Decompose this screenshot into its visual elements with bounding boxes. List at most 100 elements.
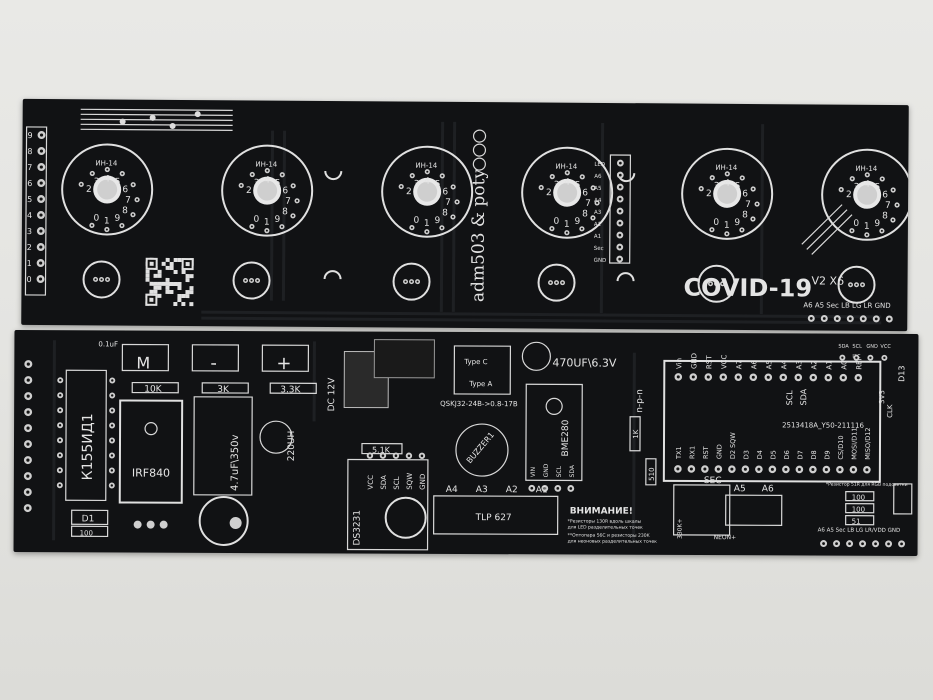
tube-pin-number: 4 <box>864 180 870 190</box>
neon-sockets <box>82 260 876 304</box>
right-res-label: 100 <box>852 494 865 502</box>
mid-header-pin-label: Sec <box>594 246 604 252</box>
right-note: *Резистор 51R для RGB подсветки <box>826 482 908 488</box>
tube-pin-number: 5 <box>575 181 581 191</box>
tube-pin-number: 9 <box>114 214 120 224</box>
tube-pin-number: 2 <box>86 185 92 195</box>
left-header-pin-number: 2 <box>27 243 32 252</box>
ds-pin-label: SQW <box>406 473 414 490</box>
bottom-left-pin-header <box>23 360 33 513</box>
arduino-top-pin-label: RST <box>705 355 713 369</box>
tube-pin-number: 8 <box>442 208 448 218</box>
arduino-top-pin-label: A2 <box>810 360 818 369</box>
button-m-label: M <box>136 354 150 373</box>
tube-label: ИН-14 <box>255 161 278 169</box>
k155-chip-pins <box>56 377 116 489</box>
bottom-header-label: A6 A5 Sec LB LG LR GND <box>803 301 890 310</box>
tube-pin-number: 4 <box>424 177 430 187</box>
tube-pin-number: 8 <box>582 209 588 219</box>
clk-label: CLK <box>886 404 894 418</box>
arduino-id: 2513418A_Y50-211116 <box>782 421 864 429</box>
arduino-bottom-pin-label: TX1 <box>675 446 683 460</box>
warning-line-1: *Резисторы 130R вдоль шкалы <box>568 518 642 524</box>
warning-line-2: для LED разделительных точек <box>568 524 643 530</box>
tube-pin-number: 0 <box>93 214 99 224</box>
bme-pin-label: VIN <box>530 467 537 477</box>
tube-pin-number: 1 <box>564 220 570 230</box>
tube-pin-number: 7 <box>745 200 751 210</box>
arduino-outline <box>662 359 882 483</box>
arduino-bottom-pin-label: RX1 <box>688 446 696 459</box>
authors-label: adm503 & poty <box>468 169 489 303</box>
mid-header-pin-label: A6 <box>594 174 602 180</box>
arduino-bottom-pin-label: CS/D10 <box>837 435 845 459</box>
tube-pin-number: 1 <box>864 222 870 232</box>
hv-cap-outline <box>193 396 253 496</box>
arduino-bottom-pin-label: D7 <box>796 450 804 459</box>
arduino-bottom-pin-label: D2 SQW <box>729 432 737 459</box>
bme280-outline <box>525 383 583 482</box>
hv-cap-label: 4.7uF\350v <box>230 435 241 491</box>
ds-pin-label: SCL <box>393 476 401 489</box>
mid-header-pin-label: A5 <box>594 186 602 192</box>
buzzer-outline <box>455 423 509 477</box>
v33-label: 3V3 <box>878 390 886 404</box>
tube-pin-number: 3 <box>854 183 860 193</box>
buzzer-label: BUZZER1 <box>465 430 496 465</box>
dc-label: DC 12V <box>327 377 337 412</box>
type-a-label: Type A <box>468 380 492 388</box>
right-res-label: 51 <box>852 518 861 526</box>
left-header-pin-number: 8 <box>27 147 32 156</box>
res-3k-label: 3K <box>217 385 230 395</box>
music-staff-logo <box>80 108 233 131</box>
tube-pin-number: 1 <box>424 219 430 229</box>
tube-pin-number: 5 <box>735 182 741 192</box>
tube-pin-number: 9 <box>734 218 740 228</box>
tlp627-outline <box>433 495 559 536</box>
bme280-label: BME280 <box>561 419 571 456</box>
right-top-pin-label: SDA <box>838 344 849 350</box>
left-header-pin-number: 5 <box>27 195 32 204</box>
tube-pin-number: 7 <box>585 199 591 209</box>
transistor-label: n-p-n <box>635 389 645 413</box>
arduino-bottom-pin-label: D9 <box>823 450 831 459</box>
arduino-top-pin-label: A4 <box>780 360 788 370</box>
v330k-label: 330K+ <box>677 518 684 538</box>
ds3231-outline <box>346 458 429 551</box>
res-100-label: 100 <box>80 529 93 537</box>
arduino-bottom-pin-label: D6 <box>783 450 791 459</box>
mid-pin-header-outline <box>609 154 632 264</box>
mid-header-pin-label: A2 <box>594 222 601 228</box>
tube-pin-number: 7 <box>285 197 291 207</box>
tube-pin-number: 6 <box>442 187 448 197</box>
arduino-bottom-pin-label: MISO/D12 <box>864 428 872 460</box>
tube-label: ИН-14 <box>555 163 578 171</box>
tube-pin-number: 7 <box>445 198 451 208</box>
arduino-bottom-pin-label: D4 <box>756 450 764 459</box>
irf840-outline <box>118 399 184 504</box>
arduino-top-pin-label: REF <box>855 356 863 369</box>
arduino-bottom-pin-label: D3 <box>742 450 750 459</box>
neon-label: NEON+ <box>714 534 737 541</box>
tube-pin-number: 1 <box>724 221 730 231</box>
neon-socket <box>537 263 576 302</box>
neon-socket <box>837 265 876 304</box>
qr-code <box>145 257 194 307</box>
cap-470-label: 470UF\6.3V <box>552 356 617 369</box>
arduino-top-pin-label: GND <box>690 353 698 369</box>
tube-pin-number: 9 <box>574 217 580 227</box>
tube-pin-number: 5 <box>875 183 881 193</box>
tube-pin-number: 1 <box>104 216 110 226</box>
res-1k-label: 1K <box>632 429 640 438</box>
ds-pin-label: GND <box>419 474 427 490</box>
ds-pin-label: SDA <box>380 475 388 490</box>
tube-pin-number: 6 <box>122 185 128 195</box>
